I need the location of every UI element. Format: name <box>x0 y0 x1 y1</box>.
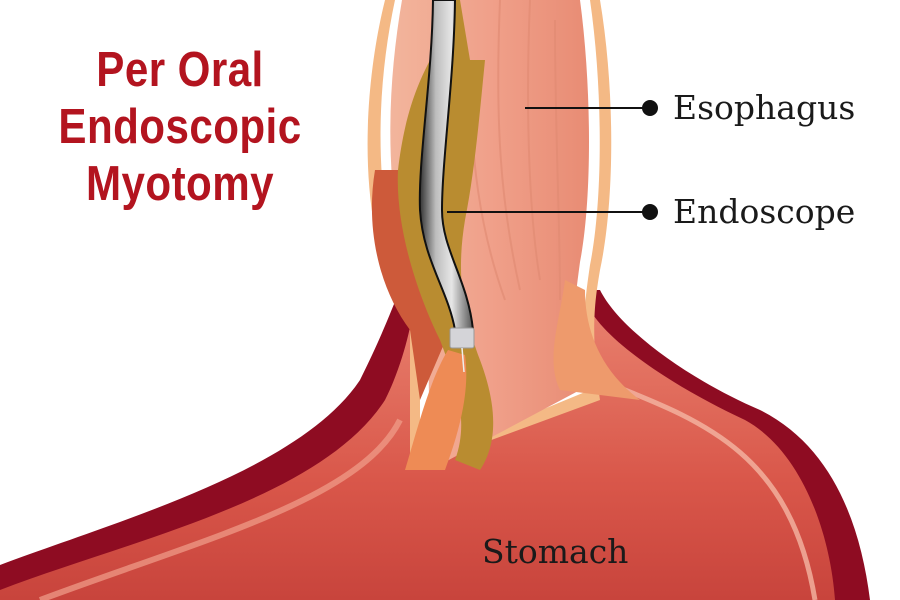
title-line: Endoscopic <box>58 100 302 154</box>
endoscope-tip <box>449 327 475 349</box>
title-line: Myotomy <box>86 157 274 211</box>
esophagus-label: Esophagus <box>673 88 856 127</box>
stomach-label: Stomach <box>482 532 629 571</box>
esophagus-dot <box>642 100 658 116</box>
endoscope-dot <box>642 204 658 220</box>
endoscope-label: Endoscope <box>673 192 856 231</box>
diagram-title: Per Oral Endoscopic Myotomy <box>42 42 317 213</box>
title-line: Per Oral <box>96 43 264 97</box>
